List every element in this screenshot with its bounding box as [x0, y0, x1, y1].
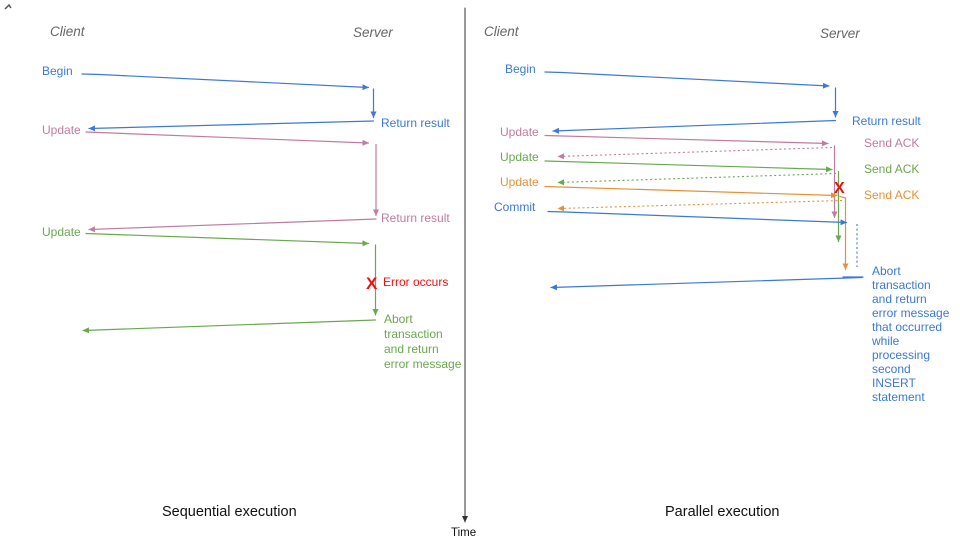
right-server-header: Server	[820, 26, 860, 41]
left-abort-arrow	[82, 319, 377, 334]
left-return-result-1-arrow	[88, 120, 375, 132]
right-update-3-arrow	[544, 185, 838, 199]
right-abort-line: processing	[872, 348, 930, 362]
stray-pen-mark	[4, 3, 12, 10]
left-error-label: Error occurs	[383, 275, 448, 289]
right-update-1-arrow	[544, 134, 829, 147]
right-send-ack-2-arrow	[557, 172, 837, 186]
left-return-result-2-label: Return result	[381, 211, 450, 225]
left-return-result-2-arrow	[88, 218, 377, 233]
right-begin-arrow	[544, 71, 830, 89]
left-update-1-label: Update	[42, 123, 81, 137]
right-abort-line: and return	[872, 292, 927, 306]
left-abort-line: transaction	[384, 327, 443, 341]
right-update-2-label: Update	[500, 150, 539, 164]
right-send-ack-3-arrow	[557, 199, 843, 212]
right-send-ack-1-label: Send ACK	[864, 136, 919, 150]
right-return-result-label: Return result	[852, 114, 921, 128]
left-update-2-label: Update	[42, 225, 81, 239]
left-abort-line: Abort	[384, 312, 413, 326]
sequential-panel: Client Server Begin Return result Update…	[42, 24, 462, 520]
right-abort-line: statement	[872, 390, 925, 404]
right-return-result-arrow	[552, 119, 837, 134]
right-server-processing-orange	[839, 195, 849, 271]
right-abort-line: INSERT	[872, 376, 916, 390]
left-abort-line: error message	[384, 357, 462, 371]
left-begin-label: Begin	[42, 64, 73, 78]
left-update-2-arrow	[85, 232, 370, 247]
left-error-x-mark: X	[366, 274, 378, 293]
right-send-ack-1-arrow	[557, 146, 833, 160]
left-caption: Sequential execution	[162, 504, 297, 520]
right-commit-arrow	[547, 210, 848, 226]
right-abort-line: transaction	[872, 278, 931, 292]
right-abort-line: error message	[872, 306, 950, 320]
right-abort-line: that occurred	[872, 320, 942, 334]
time-axis-label: Time	[451, 527, 476, 539]
right-update-1-label: Update	[500, 125, 539, 139]
right-update-2-arrow	[544, 160, 833, 173]
left-begin-arrow	[81, 73, 370, 91]
left-client-header: Client	[50, 24, 86, 39]
right-send-ack-2-label: Send ACK	[864, 162, 919, 176]
right-abort-line: second	[872, 362, 911, 376]
right-error-x-mark: X	[834, 180, 845, 197]
right-abort-arrow	[550, 276, 863, 291]
right-commit-label: Commit	[494, 200, 536, 214]
parallel-panel: Client Server Begin Return result Update…	[484, 24, 950, 520]
left-return-result-1-label: Return result	[381, 116, 450, 130]
left-server-header: Server	[353, 25, 393, 40]
left-update-1-arrow	[85, 131, 370, 146]
right-begin-label: Begin	[505, 62, 536, 76]
right-client-header: Client	[484, 24, 520, 39]
right-send-ack-3-label: Send ACK	[864, 188, 919, 202]
right-abort-line: while	[871, 334, 900, 348]
left-abort-line: and return	[384, 342, 439, 356]
right-caption: Parallel execution	[665, 504, 779, 520]
right-update-3-label: Update	[500, 175, 539, 189]
right-abort-line: Abort	[872, 264, 901, 278]
